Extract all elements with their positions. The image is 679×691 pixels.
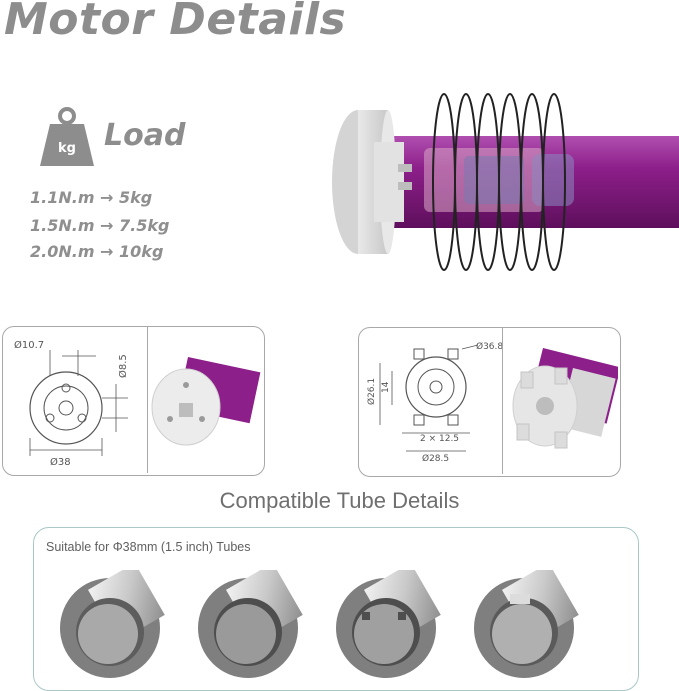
panel-divider: [502, 328, 503, 474]
load-label: Load: [104, 118, 186, 153]
dim-left-bottom: Ø38: [50, 456, 71, 468]
weight-icon-label: kg: [58, 141, 76, 156]
weight-icon: kg: [40, 107, 94, 166]
adapter-photo: [512, 347, 618, 449]
load-spec-1: 1.1N.m → 5kg: [30, 188, 153, 207]
load-spec-3: 2.0N.m → 10kg: [30, 242, 164, 261]
tubes-caption: Suitable for Φ38mm (1.5 inch) Tubes: [46, 540, 251, 554]
panel-divider: [147, 327, 148, 473]
dim-right-inner: 14: [381, 381, 391, 393]
tube-type-1: [60, 570, 165, 678]
dim-right-bottom: Ø28.5: [422, 453, 449, 464]
head-dimension-drawing: Ø10.7 Ø8.5 Ø38: [14, 339, 129, 468]
motor-head-photo: [151, 357, 261, 446]
motor-illustration: [332, 93, 679, 271]
dim-right-left: Ø26.1: [366, 378, 377, 405]
section-heading: Compatible Tube Details: [219, 488, 460, 513]
page-title: Motor Details: [4, 0, 347, 45]
dim-left-right: Ø8.5: [117, 354, 129, 378]
tube-type-2: [198, 570, 303, 678]
tube-type-3: [336, 570, 441, 678]
adapter-dimension-drawing: Ø36.8 Ø26.1 14 2 × 12.5 Ø28.5: [366, 341, 502, 464]
tube-type-4: [474, 570, 579, 678]
dim-left-top: Ø10.7: [14, 339, 44, 351]
load-spec-2: 1.5N.m → 7.5kg: [30, 216, 170, 235]
tube-illustrations: [60, 570, 579, 678]
dim-right-top: Ø36.8: [476, 341, 502, 352]
dim-right-slot: 2 × 12.5: [420, 434, 459, 444]
